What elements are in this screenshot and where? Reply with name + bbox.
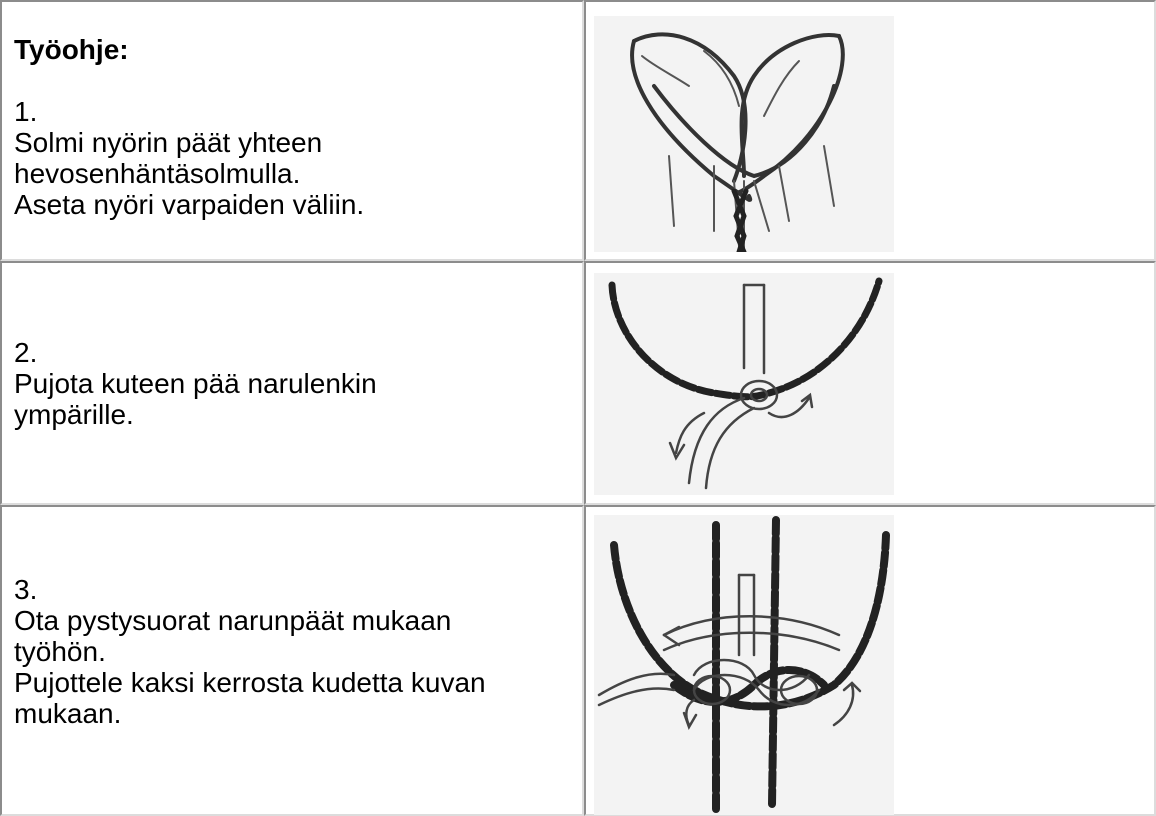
- step-line: mukaan.: [14, 698, 486, 729]
- step-2-image-cell: [584, 261, 1156, 505]
- step-line: Aseta nyöri varpaiden väliin.: [14, 189, 364, 220]
- step-number: 2.: [14, 337, 377, 368]
- step-number: 1.: [14, 96, 364, 127]
- step-line: työhön.: [14, 636, 486, 667]
- step-line: Ota pystysuorat narunpäät mukaan: [14, 605, 486, 636]
- step-line: Pujota kuteen pää narulenkin: [14, 368, 377, 399]
- step-number: 3.: [14, 574, 486, 605]
- step-line: Solmi nyörin päät yhteen: [14, 127, 364, 158]
- weave-two-layers-illustration: [594, 515, 894, 815]
- wrap-weft-illustration: [594, 273, 894, 495]
- step-3-image-cell: [584, 505, 1156, 816]
- step-3-text-cell: 3. Ota pystysuorat narunpäät mukaan työh…: [0, 505, 584, 816]
- step-line: Pujottele kaksi kerrosta kudetta kuvan: [14, 667, 486, 698]
- step-line: hevosenhäntäsolmulla.: [14, 158, 364, 189]
- step-line: ympärille.: [14, 399, 377, 430]
- step-2-text: 2. Pujota kuteen pää narulenkin ympärill…: [14, 337, 377, 430]
- ponytail-knot-illustration: [594, 16, 894, 252]
- step-3-text: 3. Ota pystysuorat narunpäät mukaan työh…: [14, 574, 486, 729]
- instructions-title: Työohje:: [14, 34, 364, 65]
- step-2-text-cell: 2. Pujota kuteen pää narulenkin ympärill…: [0, 261, 584, 505]
- step-1-image-cell: [584, 0, 1156, 261]
- step-1-text-cell: Työohje: 1. Solmi nyörin päät yhteen hev…: [0, 0, 584, 261]
- step-1-text: Työohje: 1. Solmi nyörin päät yhteen hev…: [14, 34, 364, 220]
